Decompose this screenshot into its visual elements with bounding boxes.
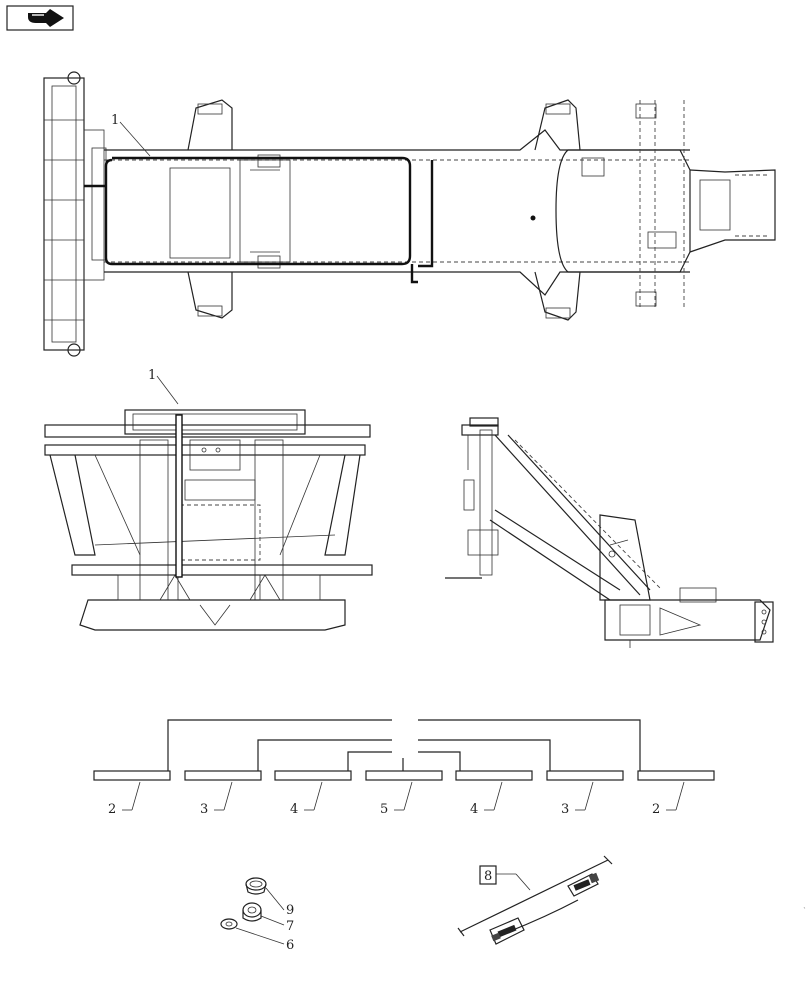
svg-text:7: 7 xyxy=(286,919,294,934)
svg-text:2: 2 xyxy=(652,802,660,817)
part-7-bushing: 7 xyxy=(242,902,294,934)
corner-mark: ` xyxy=(803,907,807,915)
harness-schematic xyxy=(167,719,641,771)
harness-left-4: 4 xyxy=(274,770,352,817)
harness-right-2: 2 xyxy=(637,770,715,817)
svg-text:3: 3 xyxy=(200,802,208,817)
harness-left-3: 3 xyxy=(184,770,262,817)
chassis-top-view xyxy=(43,71,776,357)
svg-text:3: 3 xyxy=(561,802,569,817)
chassis-side-view xyxy=(445,417,774,648)
harness-right-3: 3 xyxy=(546,770,624,817)
part-8-harness-jumper: 8 xyxy=(457,855,613,945)
part-6-washer: 6 xyxy=(220,918,294,953)
chassis-front-view xyxy=(44,409,373,631)
svg-text:8: 8 xyxy=(484,869,492,884)
svg-text:6: 6 xyxy=(286,938,294,953)
callout-front-view-1: 1 xyxy=(148,368,179,405)
svg-text:4: 4 xyxy=(290,802,298,817)
nav-arrow-button[interactable] xyxy=(6,5,74,31)
svg-text:2: 2 xyxy=(108,802,116,817)
harness-left-2: 2 xyxy=(93,770,171,817)
callout-top-view-1: 1 xyxy=(111,113,151,157)
arrow-right-icon xyxy=(28,9,64,27)
part-9-grommet: 9 xyxy=(245,877,294,918)
svg-text:1: 1 xyxy=(111,113,119,128)
svg-text:4: 4 xyxy=(470,802,478,817)
svg-text:9: 9 xyxy=(286,903,294,918)
svg-text:1: 1 xyxy=(148,368,156,383)
harness-center-5: 5 xyxy=(365,770,443,817)
svg-text:5: 5 xyxy=(380,802,388,817)
harness-right-4: 4 xyxy=(455,770,533,817)
